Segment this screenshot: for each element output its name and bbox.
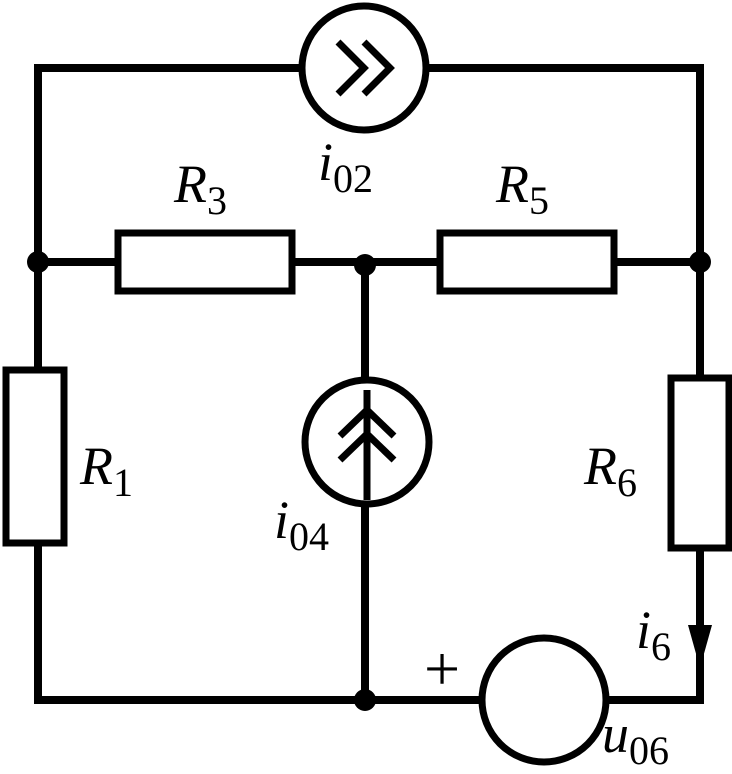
label-r5: R5 (495, 154, 549, 223)
label-r1: R1 (79, 436, 133, 505)
junction-left (27, 251, 49, 273)
label-i6: i6 (636, 600, 671, 669)
label-i02: i02 (318, 132, 373, 201)
resistor-r5 (436, 229, 618, 295)
arrow-up-icon-2 (337, 429, 397, 463)
label-plus: + (424, 633, 460, 704)
voltage-source-u06 (478, 634, 610, 766)
label-i04: i04 (274, 490, 329, 559)
resistor-r1 (2, 366, 68, 547)
arrow-right-icon (335, 39, 369, 97)
resistor-r3 (114, 229, 296, 295)
current-arrow-i6-icon (688, 625, 712, 668)
label-u06: u06 (602, 704, 669, 773)
label-r3: R3 (173, 154, 227, 223)
junction-bottom (354, 689, 376, 711)
arrow-up-icon (337, 405, 397, 439)
arrow-right-icon-2 (361, 39, 395, 97)
junction-right (689, 251, 711, 273)
label-r6: R6 (583, 436, 637, 505)
junction-center (354, 254, 376, 276)
resistor-r6 (667, 374, 732, 552)
